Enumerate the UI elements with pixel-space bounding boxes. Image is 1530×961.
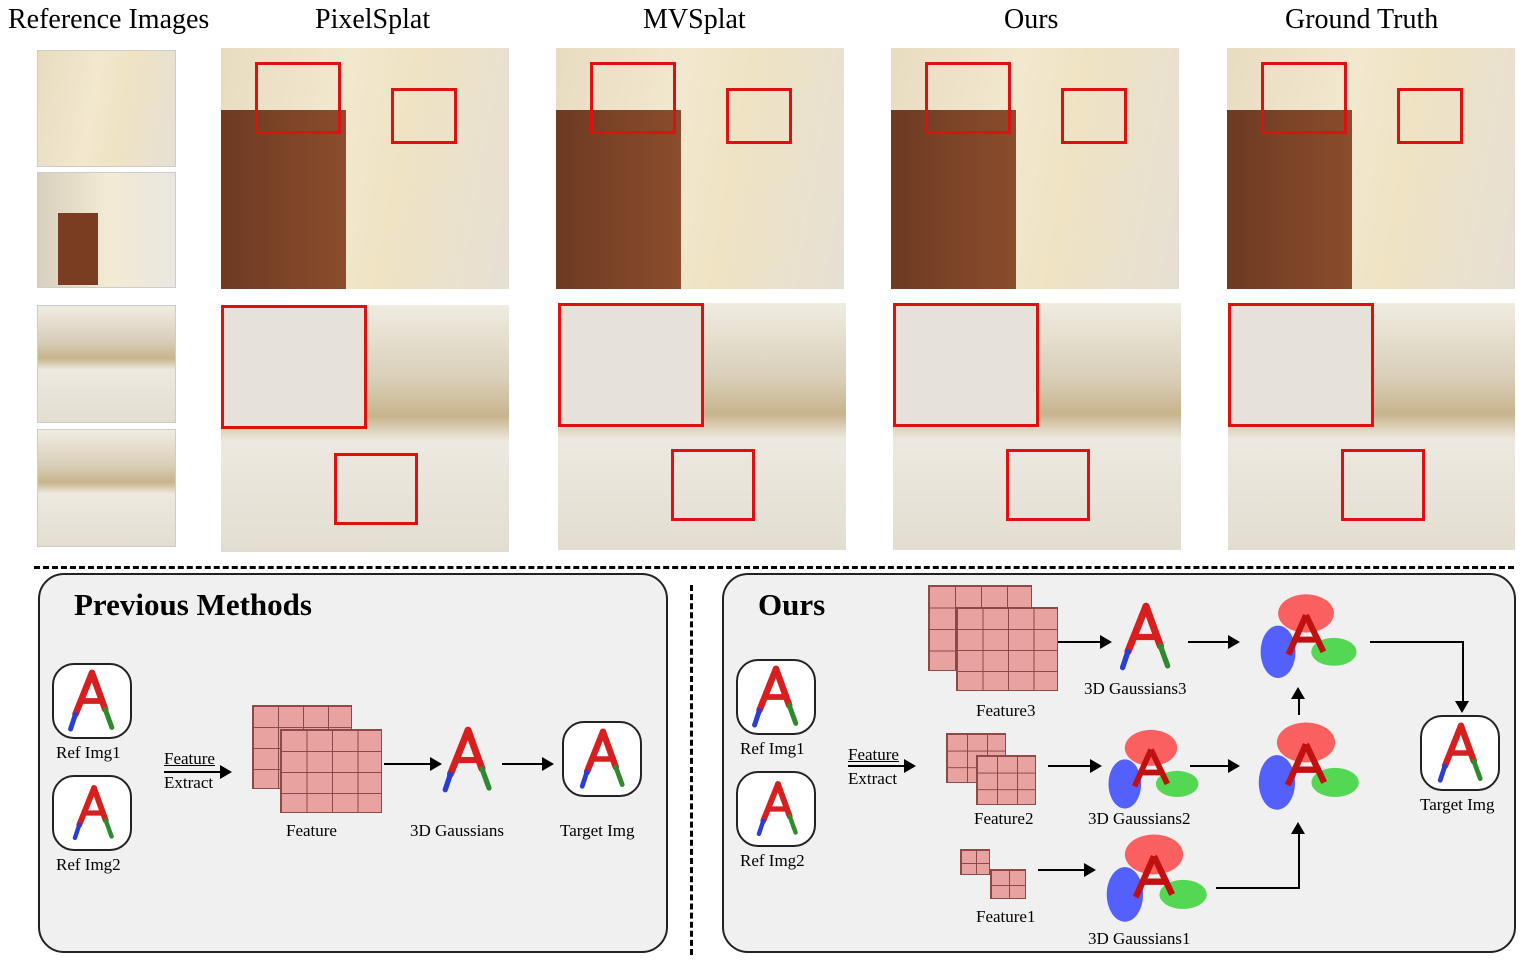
connector-line [1216, 887, 1300, 889]
reference-image-room-2 [37, 172, 176, 288]
gaussians-label: 3D Gaussians [410, 821, 504, 840]
ground-truth-kitchen-image [1228, 303, 1515, 550]
column-title-ground-truth: Ground Truth [1285, 4, 1439, 35]
arrow [1188, 635, 1240, 649]
reference-image-kitchen-1 [37, 305, 176, 423]
letter-a-icon [72, 783, 116, 843]
pixelsplat-room-render [221, 48, 509, 289]
feature-label: Feature [286, 821, 337, 840]
highlight-box [1341, 449, 1425, 521]
ref-image-2 [736, 771, 816, 847]
highlight-box [255, 62, 341, 134]
gaussian-a-icon [428, 725, 508, 795]
arrow [848, 759, 916, 773]
highlight-box [1006, 449, 1090, 521]
feature-extract-label-top: Feature [848, 745, 899, 764]
arrow [1048, 759, 1102, 773]
ours-panel: Ours Ref Img1 Ref Img2 Feature Extract F… [722, 573, 1516, 953]
highlight-box [726, 88, 792, 144]
arrow [384, 757, 442, 771]
highlight-box [1061, 88, 1127, 144]
column-title-pixelsplat: PixelSplat [315, 4, 431, 35]
zoom-inset [221, 305, 367, 429]
feature3-label: Feature3 [976, 701, 1036, 720]
gaussians3-label: 3D Gaussians3 [1084, 679, 1187, 698]
ours-title: Ours [758, 587, 826, 622]
feature-extract-label-top: Feature [164, 749, 215, 768]
column-title-ours: Ours [1004, 4, 1059, 35]
highlight-box [334, 453, 418, 525]
arrow [1058, 635, 1112, 649]
feature1-label: Feature1 [976, 907, 1036, 926]
gaussians2-label: 3D Gaussians2 [1088, 809, 1191, 828]
arrow [502, 757, 554, 771]
previous-methods-panel: Previous Methods Ref Img1 Ref Img2 Featu… [38, 573, 668, 953]
zoom-inset [893, 303, 1039, 427]
ref-image-2-label: Ref Img2 [740, 851, 805, 870]
highlight-box [671, 449, 755, 521]
ref-image-2-label: Ref Img2 [56, 855, 121, 874]
mvsplat-kitchen-render [558, 303, 846, 550]
pixelsplat-kitchen-render [221, 305, 509, 552]
target-image [1420, 715, 1500, 791]
zoom-inset [1228, 303, 1374, 427]
arrow [164, 765, 232, 779]
ours-kitchen-render [893, 303, 1181, 550]
ref-image-1 [736, 659, 816, 735]
mvsplat-room-render [556, 48, 844, 289]
ref-image-1-label: Ref Img1 [740, 739, 805, 758]
gaussian-blob-icon [1246, 589, 1366, 685]
panel-divider [690, 585, 693, 955]
zoom-inset [558, 303, 704, 427]
feature-extract-label-bottom: Extract [164, 773, 214, 792]
gaussian-blob-icon [1094, 829, 1214, 929]
letter-a-icon [1436, 721, 1486, 785]
column-title-reference: Reference Images [8, 4, 210, 35]
feature1-cube-back [960, 849, 990, 875]
arrowhead [1291, 822, 1305, 834]
gaussian-a-icon [1104, 601, 1188, 673]
target-image [562, 721, 642, 797]
connector-line [1370, 641, 1464, 643]
ref-image-1-label: Ref Img1 [56, 743, 121, 762]
target-image-label: Target Img [560, 821, 635, 840]
connector-line [1462, 641, 1464, 703]
feature-cube-front [280, 729, 382, 813]
feature2-label: Feature2 [974, 809, 1034, 828]
letter-a-icon [756, 779, 800, 839]
highlight-box [1261, 62, 1347, 134]
column-title-mvsplat: MVSplat [643, 4, 746, 35]
feature1-cube-front [990, 869, 1026, 899]
ground-truth-room-image [1227, 48, 1515, 289]
gaussian-blob-icon [1096, 725, 1206, 815]
arrow [1038, 863, 1096, 877]
arrowhead [1291, 687, 1305, 699]
highlight-box [391, 88, 457, 144]
feature-extract-label-bottom: Extract [848, 769, 898, 788]
highlight-box [925, 62, 1011, 134]
feature2-cube-front [976, 755, 1036, 805]
connector-line [1298, 829, 1300, 889]
reference-image-room-1 [37, 50, 176, 167]
connector-line [1298, 695, 1300, 715]
target-image-label: Target Img [1420, 795, 1495, 814]
arrow [1190, 759, 1240, 773]
highlight-box [1397, 88, 1463, 144]
ours-room-render [891, 48, 1179, 289]
ref-image-2 [52, 775, 132, 851]
letter-a-icon [746, 664, 806, 730]
arrowhead [1455, 701, 1469, 713]
section-divider [34, 566, 1514, 569]
ref-image-1 [52, 663, 132, 739]
letter-a-icon [62, 668, 122, 734]
letter-a-icon [578, 727, 628, 791]
previous-methods-title: Previous Methods [74, 587, 312, 622]
highlight-box [590, 62, 676, 134]
gaussian-blob-icon [1246, 717, 1366, 817]
reference-image-kitchen-2 [37, 429, 176, 547]
gaussians1-label: 3D Gaussians1 [1088, 929, 1191, 948]
feature3-cube-front [956, 607, 1058, 691]
